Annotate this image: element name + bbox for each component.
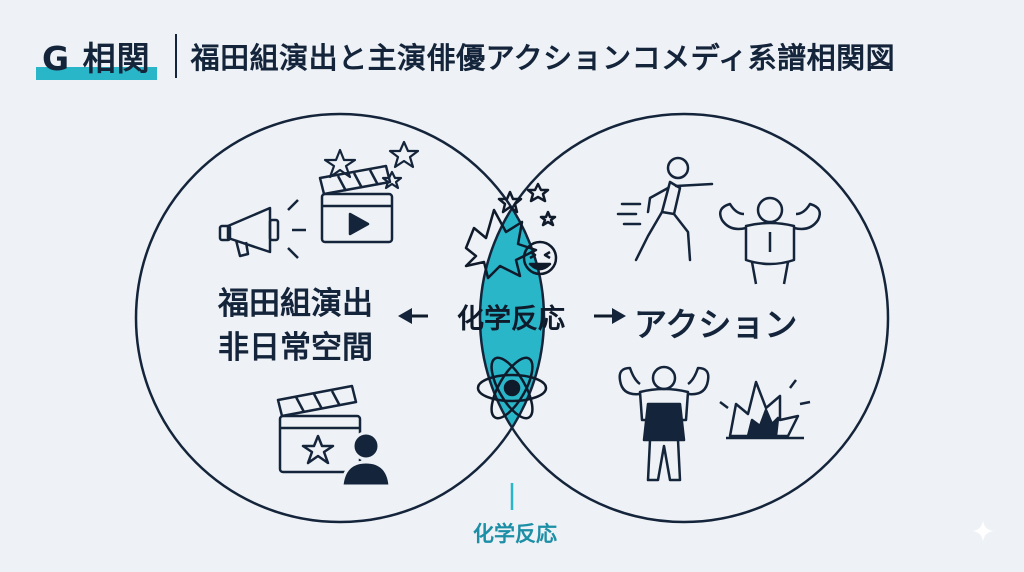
- left-circle-label: 福田組演出 非日常空間: [218, 282, 373, 370]
- intersection-label-text: 化学反応: [457, 303, 565, 335]
- director-icon: [276, 384, 392, 488]
- page-title: 福田組演出と主演俳優アクションコメディ系譜相関図: [190, 41, 896, 75]
- laughing-explosion-icon: [464, 182, 558, 280]
- wrestler-icon: [618, 365, 710, 482]
- tag-highlight: [36, 67, 157, 80]
- megaphone-icon: [218, 199, 306, 259]
- explosion-icon: [719, 379, 811, 440]
- bottom-caption: 化学反応: [473, 522, 557, 546]
- category-tag: G 相関: [36, 26, 157, 86]
- left-circle: [134, 112, 546, 524]
- intersection-label: 化学反応: [400, 296, 622, 336]
- right-circle: [478, 112, 890, 524]
- stars-icon: [323, 140, 420, 190]
- clapperboard-icon: [318, 164, 394, 244]
- left-arrow: [398, 308, 428, 324]
- header: G 相関 福田組演出と主演俳優アクションコメディ系譜相関図: [36, 26, 895, 86]
- right-arrow: [594, 308, 626, 324]
- right-circle-label: アクション: [634, 305, 798, 344]
- atom-icon: [476, 356, 548, 420]
- fighter-icon: [616, 156, 714, 262]
- header-divider: [174, 34, 177, 78]
- left-label-line2: 非日常空間: [218, 330, 373, 366]
- muscle-man-icon: [719, 196, 821, 285]
- tag-text: G 相関: [42, 39, 151, 78]
- left-label-line1: 福田組演出: [218, 286, 373, 322]
- sparkle-icon: [972, 520, 994, 542]
